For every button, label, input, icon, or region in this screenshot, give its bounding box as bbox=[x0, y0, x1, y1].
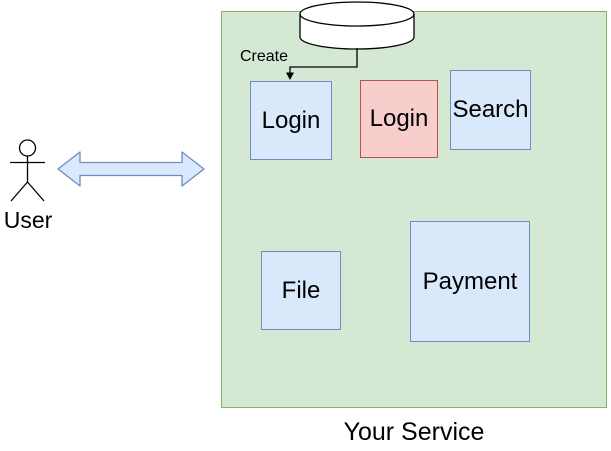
node-search-label: Search bbox=[452, 96, 529, 123]
node-search[interactable]: Search bbox=[450, 70, 531, 150]
node-login-1[interactable]: Login bbox=[250, 81, 332, 160]
node-login-2[interactable]: Login bbox=[360, 80, 438, 158]
service-container[interactable] bbox=[221, 11, 607, 408]
create-edge-label: Create bbox=[240, 48, 289, 65]
node-login-2-label: Login bbox=[369, 105, 429, 132]
node-payment[interactable]: Payment bbox=[410, 221, 530, 342]
user-actor-icon[interactable] bbox=[7, 139, 49, 203]
user-service-double-arrow[interactable] bbox=[57, 150, 205, 188]
node-login-1-label: Login bbox=[261, 106, 321, 134]
user-actor-label: User bbox=[3, 207, 53, 233]
service-container-label: Your Service bbox=[343, 418, 485, 446]
node-payment-label: Payment bbox=[422, 267, 518, 295]
node-file-label: File bbox=[281, 276, 321, 304]
node-file[interactable]: File bbox=[261, 251, 341, 330]
